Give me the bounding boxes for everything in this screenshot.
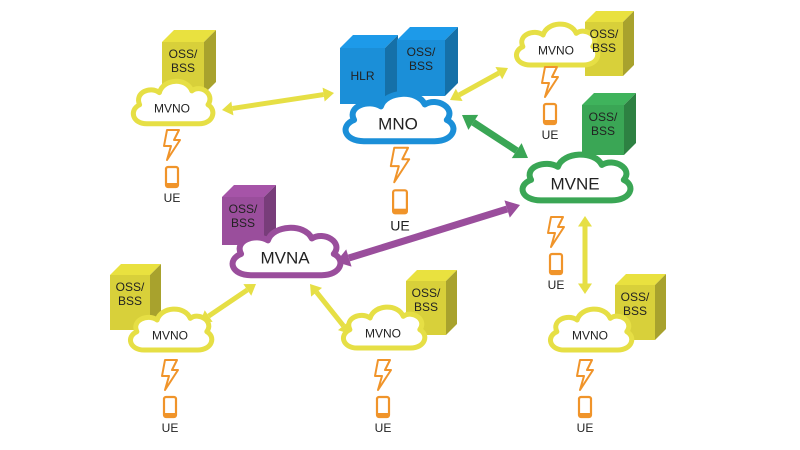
- oss-bss-server-box: [162, 30, 216, 94]
- ue-label: UE: [162, 421, 179, 435]
- server-box-label: OSS/: [621, 290, 650, 304]
- arrowhead: [578, 283, 592, 294]
- mvno-cloud: [343, 307, 424, 348]
- lightning-icon: [541, 66, 559, 98]
- arrowhead: [322, 87, 334, 102]
- cloud-label: MVNA: [260, 249, 310, 268]
- node-mvne: MVNE UE: [523, 93, 636, 292]
- link-mvno-top-left-mno: [222, 87, 334, 116]
- arrowhead: [495, 66, 508, 80]
- cloud-label: MVNO: [538, 43, 574, 57]
- ue-label: UE: [390, 218, 409, 234]
- cloud-label: MVNO: [152, 328, 188, 342]
- mvno-cloud: [550, 309, 631, 350]
- ue-label: UE: [548, 278, 565, 292]
- lightning-icon: [389, 146, 411, 184]
- oss-bss-server-box: [582, 93, 636, 155]
- mvno-cloud: [130, 309, 211, 350]
- server-box-labels: OSS/BSSHLROSS/BSSOSS/BSSOSS/BSSOSS/BSSOS…: [116, 27, 650, 318]
- ue-label: UE: [375, 421, 392, 435]
- cloud-label: MVNO: [154, 101, 190, 115]
- link-mvno-bottom-left-mvna: [200, 284, 256, 322]
- link-mno-mvne: [462, 114, 528, 159]
- node-mvno-bottom-right: MVNO UE: [550, 274, 666, 435]
- server-box-label: OSS/: [169, 47, 198, 61]
- cloud-label: MNO: [378, 115, 418, 134]
- server-box-label: OSS/: [407, 45, 436, 59]
- server-box-label: OSS/: [229, 202, 258, 216]
- oss-bss-server-box: [397, 27, 458, 96]
- server-box-label: BSS: [623, 304, 647, 318]
- server-box-label: HLR: [350, 69, 374, 83]
- server-box-label: OSS/: [412, 286, 441, 300]
- mvno-cloud: [133, 81, 213, 124]
- cloud-label: MVNE: [550, 175, 599, 194]
- server-box-label: BSS: [118, 294, 142, 308]
- user-equipment: UE: [161, 359, 179, 435]
- ue-label: UE: [542, 128, 559, 142]
- lightning-icon: [547, 216, 565, 248]
- server-box-label: BSS: [409, 59, 433, 73]
- server-box-label: OSS/: [590, 27, 619, 41]
- arrow-shaft: [232, 92, 324, 111]
- server-box-label: BSS: [171, 61, 195, 75]
- arrow-shaft: [314, 290, 346, 328]
- user-equipment: UE: [547, 216, 565, 292]
- user-equipment: UE: [389, 146, 411, 234]
- node-mvna: MVNA: [222, 185, 340, 275]
- link-mvne-mvno-bottom-right: [578, 216, 592, 294]
- server-box-label: BSS: [231, 216, 255, 230]
- arrowhead: [243, 284, 256, 296]
- ue-label: UE: [577, 421, 594, 435]
- arrowhead: [578, 216, 592, 227]
- ue-label: UE: [164, 191, 181, 205]
- node-mvno-bottom-left: MVNO UE: [110, 264, 212, 435]
- link-mno-mvno-top-right: [450, 66, 508, 102]
- oss-bss-server-box: [406, 270, 457, 335]
- mvno-cloud: [516, 24, 597, 65]
- user-equipment: UE: [541, 66, 559, 142]
- cloud-label: MVNO: [572, 328, 608, 342]
- arrowhead: [462, 114, 479, 130]
- arrow-shaft: [207, 287, 249, 319]
- arrowhead: [511, 143, 528, 159]
- lightning-icon: [576, 359, 594, 391]
- arrow-shaft: [457, 70, 501, 98]
- node-mno: MNO UE: [340, 27, 458, 234]
- lightning-icon: [163, 129, 181, 161]
- lightning-icon: [374, 359, 392, 391]
- mvna-cloud: [233, 228, 341, 275]
- node-mvno-bottom-mid: MVNO UE: [343, 270, 457, 435]
- user-equipment: UE: [374, 359, 392, 435]
- arrow-shaft: [471, 119, 519, 154]
- mno-cloud: [346, 94, 454, 141]
- user-equipment: UE: [163, 129, 181, 205]
- node-mvno-top-right: MVNO UE: [516, 11, 634, 142]
- arrow-shaft: [347, 205, 509, 262]
- mvne-cloud: [523, 155, 631, 201]
- server-box-label: BSS: [414, 300, 438, 314]
- user-equipment: UE: [576, 359, 594, 435]
- link-mvna-mvno-bottom-mid: [310, 284, 350, 334]
- cloud-label: MVNO: [365, 326, 401, 340]
- link-mvna-mvne: [336, 200, 520, 267]
- server-box-label: OSS/: [116, 280, 145, 294]
- oss-bss-server-box: [615, 274, 666, 340]
- lightning-icon: [161, 359, 179, 391]
- arrowhead: [222, 101, 234, 116]
- arrowhead: [310, 284, 323, 297]
- arrowhead: [450, 88, 463, 102]
- arrowhead: [504, 200, 520, 218]
- hlr-server-box: [340, 35, 398, 104]
- server-box-label: OSS/: [589, 110, 618, 124]
- node-mvno-top-left: MVNO UE: [133, 30, 216, 205]
- server-box-label: BSS: [592, 41, 616, 55]
- server-box-label: BSS: [591, 124, 615, 138]
